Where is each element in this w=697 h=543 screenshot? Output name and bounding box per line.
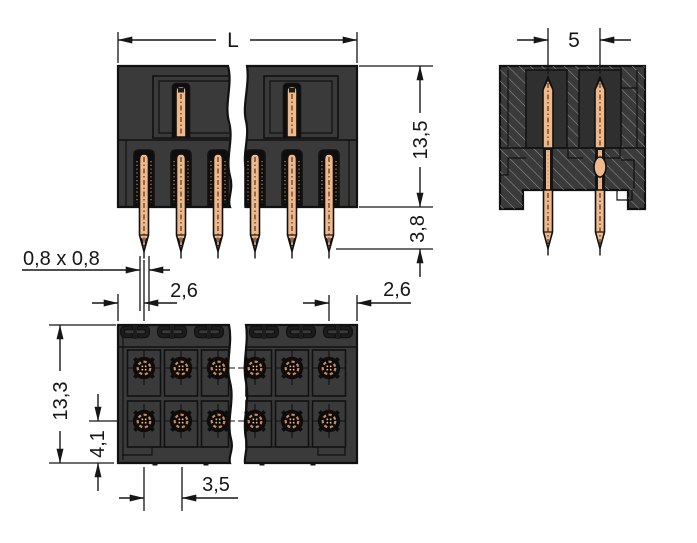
solder-pin: [133, 149, 155, 260]
side-pin-bottom: [594, 189, 606, 257]
dimension-pin-cross-section: 0,8 x 0,8: [22, 248, 170, 311]
bottom-feet: [152, 463, 316, 466]
dimension-edge-to-first-pin: 2,6: [92, 260, 198, 321]
dimension-total-length: L: [117, 29, 358, 63]
front-panel-left: [152, 75, 229, 139]
dim-label-depth: 13,3: [50, 382, 72, 421]
dim-label-height: 13,5: [410, 121, 432, 160]
solder-pin: [170, 149, 192, 260]
dimension-depth: 13,3: [49, 324, 116, 464]
front-panel-left-inner: [158, 80, 229, 134]
upper-row-pin: [282, 82, 302, 138]
pin-window: [593, 156, 607, 178]
dimension-pitch: 3,5: [119, 467, 238, 511]
dimension-pin-length: 3,8: [336, 215, 433, 277]
keying-notch: [193, 324, 225, 340]
solder-pin: [244, 149, 266, 260]
front-view: [116, 64, 359, 260]
bottom-housing-left: [116, 323, 233, 465]
dim-label-pitch: 3,5: [202, 474, 230, 496]
upper-row-pin: [171, 82, 191, 138]
side-pin-top: [594, 76, 606, 149]
dim-label-total-length: L: [227, 29, 239, 52]
bottom-view: [116, 323, 359, 466]
dim-label-row-spacing: 5: [568, 29, 580, 52]
side-wall-contour: [507, 66, 638, 148]
keying-notch: [322, 324, 354, 340]
dimension-row-to-bottom: 4,1: [87, 394, 117, 491]
bottom-step-contour: [122, 446, 346, 456]
dim-label-pin-cross-section: 0,8 x 0,8: [23, 248, 100, 270]
dim-label-pin-length: 3,8: [407, 215, 429, 243]
front-panel-right: [263, 75, 339, 139]
keying-notch: [285, 324, 317, 340]
side-view: [498, 64, 647, 257]
solder-pin: [207, 149, 229, 260]
keying-notch: [119, 324, 151, 340]
side-step-contour: [500, 148, 635, 201]
dimension-last-pin-to-edge: 2,6: [303, 279, 411, 321]
dim-label-row-to-bottom: 4,1: [87, 430, 109, 458]
front-edge-contour: [125, 140, 350, 207]
keying-notch: [156, 324, 188, 340]
side-pin-top: [542, 76, 554, 149]
dim-label-edge-to-first-pin: 2,6: [170, 280, 198, 302]
side-pin-bottom: [542, 189, 554, 257]
keying-notch: [248, 324, 280, 340]
dimension-height: 13,5: [359, 65, 433, 208]
dim-label-last-pin-to-edge: 2,6: [383, 279, 411, 301]
dimension-row-spacing: 5: [517, 28, 631, 74]
solder-pin: [318, 149, 340, 260]
solder-pin: [281, 149, 303, 260]
bottom-housing-right: [243, 323, 359, 465]
